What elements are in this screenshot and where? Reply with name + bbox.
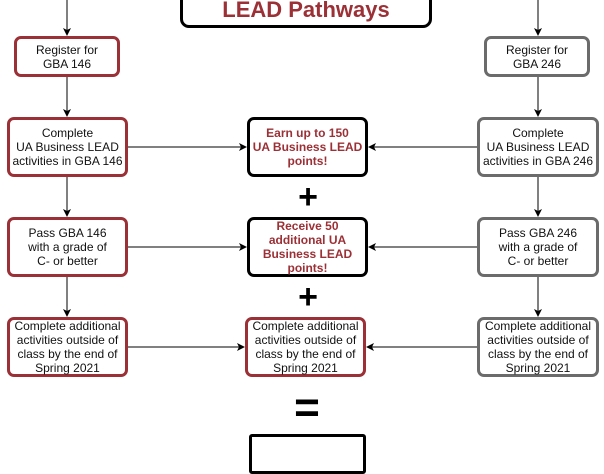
- right-additional-box: Complete additional activities outside o…: [477, 317, 599, 377]
- title: LEAD Pathways: [222, 0, 390, 22]
- result-box: [249, 434, 366, 474]
- connector-arrows: [63, 0, 542, 351]
- receive-points-box: Receive 50 additional UA Business LEAD p…: [247, 217, 368, 277]
- equals-sign: =: [294, 383, 320, 432]
- right-complete-box: Complete UA Business LEAD activities in …: [477, 117, 599, 177]
- center-additional-box: Complete additional activities outside o…: [245, 317, 366, 377]
- plus-sign: +: [298, 278, 318, 316]
- left-complete-box: Complete UA Business LEAD activities in …: [7, 117, 128, 177]
- title-box: LEAD Pathways: [180, 0, 432, 28]
- earn-points-box: Earn up to 150 UA Business LEAD points!: [247, 117, 368, 177]
- right-pass-box: Pass GBA 246 with a grade of C- or bette…: [477, 217, 599, 277]
- left-register-box: Register for GBA 146: [14, 36, 120, 77]
- plus-sign: +: [298, 178, 318, 216]
- left-additional-box: Complete additional activities outside o…: [7, 317, 128, 377]
- right-register-box: Register for GBA 246: [484, 36, 590, 77]
- left-pass-box: Pass GBA 146 with a grade of C- or bette…: [7, 217, 128, 277]
